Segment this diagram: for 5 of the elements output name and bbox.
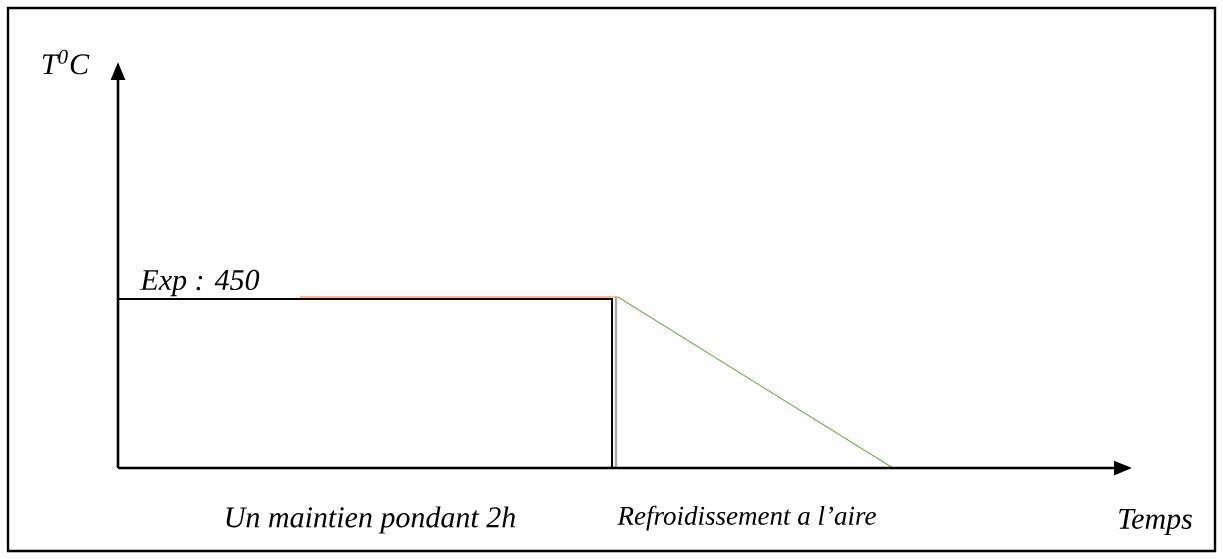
axis-label: Exp : 450: [140, 269, 260, 297]
axis-label: Temps: [1119, 509, 1192, 536]
axis-label: Un maintien pondant 2h: [226, 506, 515, 534]
axis-label: T$^{0}$C: [42, 49, 90, 75]
axis-label: Refroidissement a l’aire: [617, 505, 876, 531]
